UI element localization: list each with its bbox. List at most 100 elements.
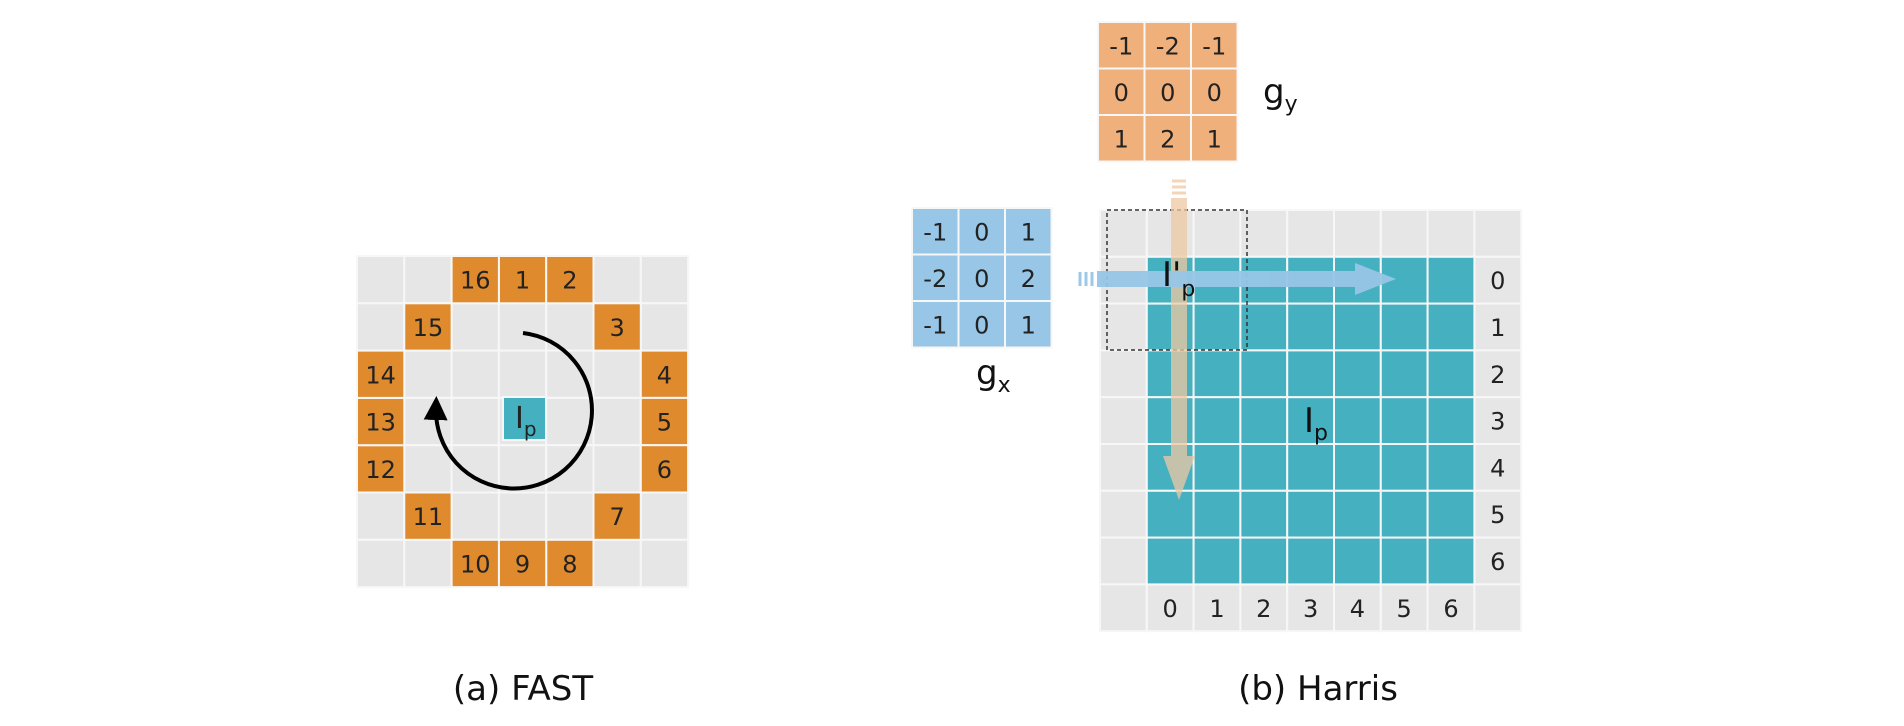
kernel-value: 2	[1021, 265, 1036, 293]
gx-label: gx	[976, 353, 1011, 398]
grid-cell	[1239, 209, 1289, 258]
image-pixel	[1333, 489, 1382, 539]
grid-cell	[356, 255, 406, 305]
kernel-cell	[957, 253, 1006, 302]
image-pixel	[1426, 536, 1476, 586]
kernel-cell	[1190, 114, 1239, 163]
gx-direction-arrow	[1078, 263, 1396, 295]
image-pixel	[1145, 536, 1195, 586]
grid-cell	[1192, 583, 1242, 633]
image-pixel	[1239, 396, 1289, 446]
ring-pixel-label: 2	[562, 267, 577, 295]
fast-center-label: I	[515, 401, 524, 436]
harris-image-region	[1145, 255, 1476, 586]
gy-label: gy	[1263, 72, 1298, 117]
grid-cell	[592, 396, 642, 447]
col-index: 4	[1350, 595, 1365, 623]
image-pixel	[1286, 349, 1335, 399]
ring-pixel-label: 5	[657, 409, 672, 437]
grid-cell	[1379, 209, 1429, 258]
grid-cell	[592, 349, 642, 399]
grid-cell	[1099, 396, 1148, 446]
kernel-value: 2	[1160, 125, 1175, 153]
ring-pixel	[356, 444, 406, 494]
fast-center-sub: p	[524, 417, 537, 441]
kernel-value: 0	[1114, 79, 1129, 107]
kernel-value: -1	[923, 311, 947, 339]
kernel-value: 1	[1021, 311, 1036, 339]
image-pixel	[1239, 536, 1289, 586]
kernel-cell	[911, 300, 960, 349]
fast-caption: (a) FAST	[453, 669, 593, 709]
image-pixel	[1379, 349, 1429, 399]
image-pixel	[1426, 255, 1476, 305]
col-index: 5	[1397, 595, 1412, 623]
image-pixel	[1379, 396, 1429, 446]
image-pixel	[1239, 489, 1289, 539]
ring-pixel-label: 10	[460, 550, 491, 578]
ring-pixel	[356, 349, 406, 399]
ring-pixel-label: 12	[365, 456, 396, 484]
image-pixel	[1426, 396, 1476, 446]
ring-pixel	[545, 538, 595, 589]
ring-pixel	[450, 255, 500, 305]
ring-pixel-label: 1	[515, 267, 530, 295]
image-pixel	[1286, 443, 1335, 492]
col-index: 0	[1163, 595, 1178, 623]
image-pixel	[1145, 489, 1195, 539]
grid-cell	[639, 538, 690, 589]
image-pixel	[1192, 489, 1242, 539]
image-pixel	[1333, 536, 1382, 586]
grid-cell	[450, 302, 500, 352]
circular-arrow-icon	[423, 331, 594, 491]
grid-cell	[1099, 489, 1148, 539]
ring-pixel-label: 6	[657, 456, 672, 484]
fast-center-pixel: Ip	[502, 396, 547, 441]
col-index: 3	[1303, 595, 1318, 623]
grid-cell	[592, 255, 642, 305]
image-pixel	[1192, 302, 1242, 352]
kernel-cell	[1097, 114, 1146, 163]
kernel-cell	[1190, 67, 1239, 116]
image-pixel	[1286, 489, 1335, 539]
grid-cell	[356, 491, 406, 541]
kernel-value: -2	[923, 265, 947, 293]
grid-cell	[1473, 536, 1523, 586]
grid-cell	[403, 349, 453, 399]
row-index: 1	[1490, 314, 1505, 342]
kernel-value: 0	[974, 265, 989, 293]
kernel-cell	[1004, 300, 1053, 349]
col-index: 6	[1443, 595, 1458, 623]
grid-cell	[639, 491, 690, 541]
image-pixel	[1333, 302, 1382, 352]
image-pixel	[1286, 396, 1335, 446]
ring-pixel-label: 11	[413, 503, 444, 531]
image-pixel	[1192, 349, 1242, 399]
col-index: 2	[1256, 595, 1271, 623]
grid-cell	[592, 444, 642, 494]
grid-cell	[1473, 302, 1523, 352]
kernel-value: 1	[1207, 125, 1222, 153]
grid-cell	[1099, 583, 1148, 633]
kernel-value: -1	[923, 218, 947, 246]
kernel-value: 0	[1207, 79, 1222, 107]
grid-cell	[592, 538, 642, 589]
kernel-cell	[1143, 21, 1192, 70]
ring-pixel-label: 9	[515, 550, 530, 578]
ring-pixel	[403, 302, 453, 352]
grid-cell	[403, 255, 453, 305]
gy-direction-arrow	[1163, 179, 1195, 500]
grid-cell	[1473, 583, 1523, 633]
kernel-cell	[1004, 207, 1053, 256]
grid-cell	[450, 396, 500, 447]
image-pixel	[1379, 536, 1429, 586]
grid-cell	[1473, 443, 1523, 492]
kernel-value: 0	[974, 218, 989, 246]
ring-pixel-label: 7	[610, 503, 625, 531]
image-pixel	[1239, 349, 1289, 399]
harris-pixel-label: I'p	[1162, 255, 1195, 302]
